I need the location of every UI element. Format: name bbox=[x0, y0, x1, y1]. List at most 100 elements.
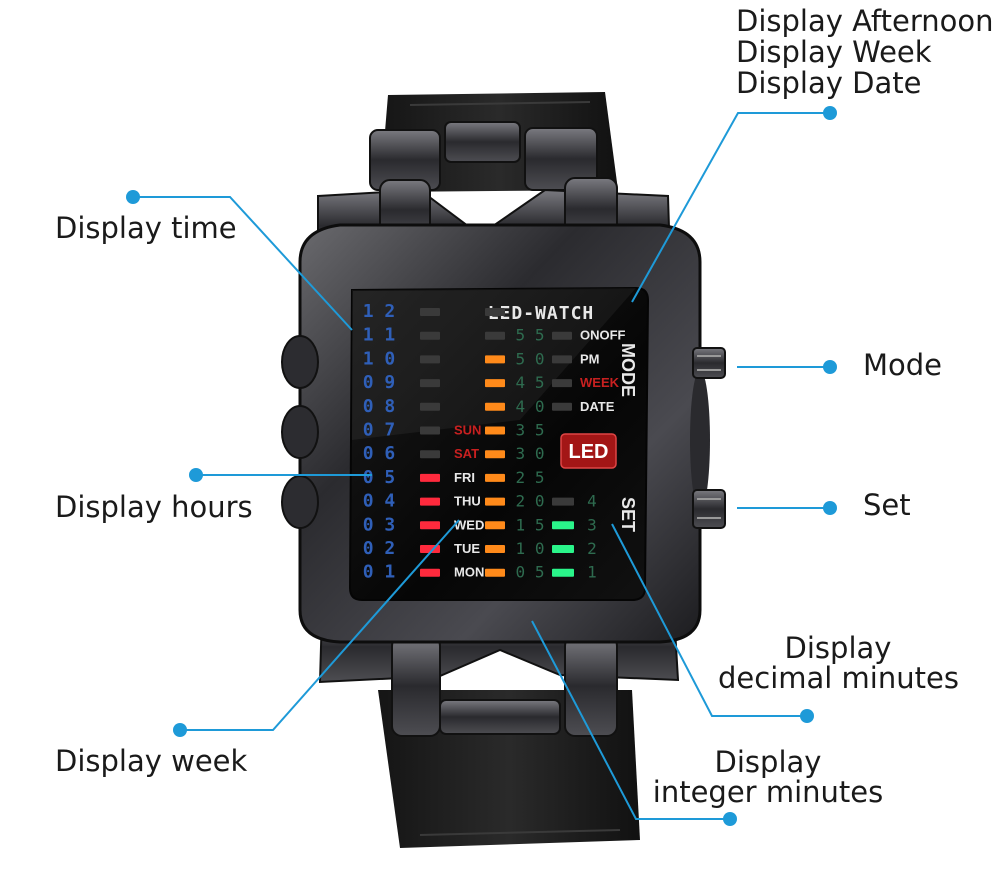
callout-display-afternoon: Display Afternoon bbox=[736, 4, 994, 38]
callout-top-right: Display Afternoon Display Week Display D… bbox=[736, 6, 994, 99]
set-side-label: SET bbox=[618, 497, 638, 532]
hour-led bbox=[420, 355, 440, 364]
hour-led bbox=[420, 497, 440, 506]
weekday-label: THU bbox=[454, 494, 481, 509]
weekday-label: TUE bbox=[454, 541, 480, 556]
minute-tens-digit: 5 5 bbox=[516, 326, 545, 345]
hour-digit: 0 2 bbox=[363, 538, 396, 559]
minute-tens-digit: 0 5 bbox=[516, 563, 545, 582]
minute-led bbox=[485, 402, 505, 411]
minute-led bbox=[485, 331, 505, 340]
minute-led bbox=[485, 497, 505, 506]
callout-decimal-minutes: Display decimal minutes bbox=[718, 631, 959, 695]
hour-led bbox=[420, 331, 440, 340]
callout-display-time: Display time bbox=[55, 211, 237, 245]
minute-tens-digit: 2 0 bbox=[516, 492, 545, 511]
status-label: WEEK bbox=[580, 375, 620, 390]
minute-led bbox=[485, 379, 505, 388]
brand-text: LED-WATCH bbox=[488, 303, 595, 324]
minute-tens-digit: 3 0 bbox=[516, 444, 545, 463]
minute-led bbox=[485, 473, 505, 482]
callout-decimal-line2: decimal minutes bbox=[718, 661, 959, 695]
led-logo-badge: LED bbox=[560, 433, 617, 469]
minute-tens-digit: 4 0 bbox=[516, 397, 545, 416]
status-led bbox=[552, 379, 572, 388]
minute-tens-digit: 5 0 bbox=[516, 349, 545, 368]
minute-led bbox=[485, 521, 505, 530]
minute-tens-digit: 2 5 bbox=[516, 468, 545, 487]
status-label: PM bbox=[580, 351, 600, 366]
status-led bbox=[552, 355, 572, 364]
minute-led bbox=[485, 426, 505, 435]
unit-minute-indicators: 4 3 2 1 bbox=[552, 492, 597, 582]
set-button[interactable] bbox=[692, 489, 726, 529]
led-logo-text: LED bbox=[569, 441, 609, 463]
hour-digit: 0 4 bbox=[363, 491, 396, 512]
weekday-label: MON bbox=[454, 565, 484, 580]
callout-set: Set bbox=[863, 488, 911, 522]
unit-minute-digit: 1 bbox=[587, 563, 597, 582]
minute-led bbox=[485, 308, 505, 316]
unit-minute-digit: 2 bbox=[587, 539, 597, 558]
hour-digit: 0 6 bbox=[363, 443, 396, 464]
hour-digit: 0 7 bbox=[363, 420, 396, 441]
minute-led bbox=[485, 545, 505, 553]
minute-tens-digit: 3 5 bbox=[516, 421, 545, 440]
leader-dots bbox=[126, 106, 837, 826]
mode-side-label: MODE bbox=[618, 343, 638, 397]
weekday-label: SAT bbox=[454, 446, 479, 461]
unit-minute-led bbox=[552, 545, 574, 553]
hour-digit: 1 0 bbox=[363, 348, 396, 369]
hour-led bbox=[420, 568, 440, 577]
status-indicators: ONOFF PM WEEK DATE bbox=[552, 328, 626, 414]
unit-minute-led bbox=[552, 568, 574, 577]
weekday-labels: SUN SAT FRI THU WED TUE MON bbox=[454, 423, 484, 580]
callout-integer-line1: Display bbox=[714, 745, 822, 779]
minute-led bbox=[485, 450, 505, 459]
minute-tens-digits: 5 5 5 0 4 5 4 0 3 5 3 0 2 5 2 0 1 5 1 0 0 5 bbox=[516, 326, 545, 582]
callout-decimal-line1: Display bbox=[784, 631, 892, 665]
hour-digit: 0 9 bbox=[363, 372, 396, 393]
minute-tens-digit: 1 5 bbox=[516, 515, 545, 534]
minute-led-column bbox=[485, 308, 505, 577]
minute-tens-digit: 1 0 bbox=[516, 539, 545, 558]
minute-led bbox=[485, 355, 505, 364]
weekday-label: FRI bbox=[454, 470, 475, 485]
callout-mode: Mode bbox=[863, 348, 943, 382]
hour-led bbox=[420, 402, 440, 411]
hour-digit: 1 1 bbox=[363, 325, 396, 346]
mode-button[interactable] bbox=[692, 347, 726, 379]
callout-integer-minutes: Display integer minutes bbox=[652, 747, 884, 807]
unit-minute-led bbox=[552, 521, 574, 530]
unit-minute-digit: 4 bbox=[587, 492, 597, 511]
status-led bbox=[552, 402, 572, 411]
hour-led bbox=[420, 521, 440, 530]
callout-display-date: Display Date bbox=[736, 66, 922, 100]
hour-digit: 1 2 bbox=[363, 301, 396, 322]
hour-digit: 0 5 bbox=[363, 467, 396, 488]
minute-tens-digit: 4 5 bbox=[516, 373, 545, 392]
callout-display-hours: Display hours bbox=[55, 490, 253, 524]
hour-digit: 0 1 bbox=[363, 562, 396, 583]
hour-led bbox=[420, 426, 440, 435]
hour-led bbox=[420, 473, 440, 482]
status-led bbox=[552, 331, 572, 340]
weekday-label: WED bbox=[454, 517, 484, 532]
unit-minute-led bbox=[552, 497, 574, 506]
status-label: ONOFF bbox=[580, 328, 626, 343]
hour-digit: 0 8 bbox=[363, 396, 396, 417]
callout-integer-line2: integer minutes bbox=[652, 775, 884, 809]
hour-digit: 0 3 bbox=[363, 514, 396, 535]
minute-led bbox=[485, 568, 505, 577]
callout-display-week-top: Display Week bbox=[736, 35, 932, 69]
weekday-label: SUN bbox=[454, 423, 481, 438]
status-label: DATE bbox=[580, 399, 615, 414]
callout-display-week: Display week bbox=[55, 744, 248, 778]
hour-digits-column: 1 2 1 11 0 0 9 0 8 0 70 6 0 5 0 40 3 0 2 0 1 bbox=[363, 301, 396, 583]
hour-led-column bbox=[420, 308, 440, 577]
leader-lines bbox=[133, 112, 830, 820]
unit-minute-digit: 3 bbox=[587, 515, 597, 534]
hour-led bbox=[420, 379, 440, 388]
hour-led bbox=[420, 450, 440, 459]
